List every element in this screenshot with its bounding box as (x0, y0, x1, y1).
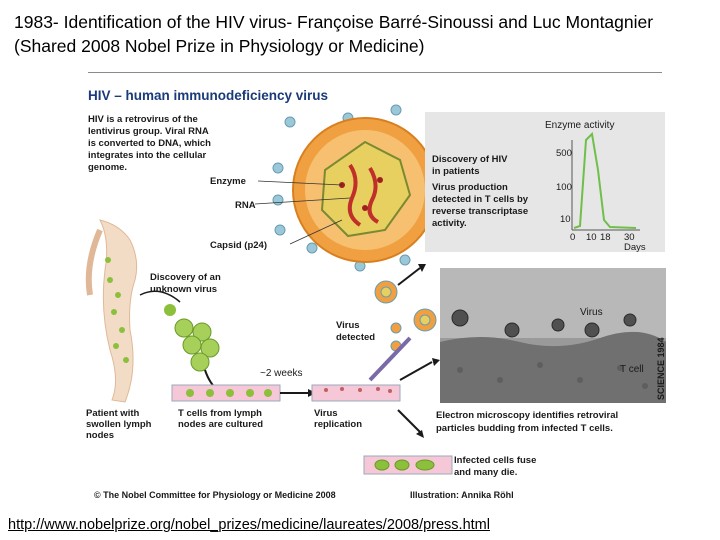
discovery-unknown-line: Discovery of an (150, 272, 221, 283)
description-line: lentivirus group. Viral RNA (88, 126, 209, 137)
rna-label: RNA (235, 200, 256, 211)
description-line: is converted to DNA, which (88, 138, 211, 149)
inset-text-line: in patients (432, 166, 480, 177)
capsid-label: Capsid (p24) (210, 240, 267, 251)
virus-replication-line: Virus (314, 408, 338, 419)
inset-x-tick: 18 (600, 232, 611, 243)
title-line-2: (Shared 2008 Nobel Prize in Physiology o… (14, 34, 704, 58)
inset-x-tick: 10 (586, 232, 597, 243)
enzyme-label: Enzyme (210, 176, 246, 187)
patient-arm (89, 230, 100, 295)
inset-y-tick: 10 (560, 214, 571, 225)
patient-body (100, 220, 137, 402)
patient-label-line: swollen lymph (86, 419, 152, 430)
patient-label-line: nodes (86, 430, 114, 441)
inset-title: Enzyme activity (545, 120, 614, 131)
node-magnified (164, 304, 176, 316)
patient-illustration (89, 220, 137, 402)
discovery-unknown-line: unknown virus (150, 284, 217, 295)
infected-fuse-line: Infected cells fuse (454, 455, 536, 466)
infected-fuse-line: and many die. (454, 467, 517, 478)
inset-x-tick: 0 (570, 232, 575, 243)
t-cells-cultured-line: T cells from lymph (178, 408, 262, 419)
virus-replication-line: replication (314, 419, 362, 430)
press-release-link[interactable]: http://www.nobelprize.org/nobel_prizes/m… (8, 517, 490, 533)
description-line: HIV is a retrovirus of the (88, 114, 198, 125)
micrograph-virus-label: Virus (580, 307, 603, 318)
science-credit: SCIENCE 1984 (656, 337, 666, 400)
virus-detected-line: Virus (336, 320, 360, 331)
micrograph-t-cell-label: T cell (620, 364, 644, 375)
em-caption-line: Electron microscopy identifies retrovira… (436, 410, 618, 421)
virus-detected-line: detected (336, 332, 375, 343)
hiv-discovery-figure: HIV – human immunodeficiency virus HIV i… (80, 80, 670, 510)
inset-text-line: activity. (432, 218, 467, 229)
pipette (370, 338, 410, 380)
em-caption-line: particles budding from infected T cells. (436, 423, 613, 434)
inset-text-line: detected in T cells by (432, 194, 529, 205)
patient-label-line: Patient with (86, 408, 140, 419)
t-cells-cultured-line: nodes are cultured (178, 419, 263, 430)
description-line: genome. (88, 162, 127, 173)
enzyme-activity-inset: Enzyme activity Discovery of HIV in pati… (425, 112, 665, 253)
inset-text-line: Discovery of HIV (432, 154, 508, 165)
title-line-1: 1983- Identification of the HIV virus- F… (14, 10, 704, 34)
figure-heading: HIV – human immunodeficiency virus (88, 88, 328, 103)
description-line: integrates into the cellular (88, 150, 207, 161)
replication-dish (312, 385, 400, 401)
copyright-credit: © The Nobel Committee for Physiology or … (94, 490, 336, 500)
inset-y-tick: 100 (556, 182, 572, 193)
inset-y-tick: 500 (556, 148, 572, 159)
description-text: HIV is a retrovirus of the lentivirus gr… (88, 114, 211, 173)
slide-title: 1983- Identification of the HIV virus- F… (14, 10, 704, 58)
inset-text-line: reverse transcriptase (432, 206, 528, 217)
inset-text-line: Virus production (432, 182, 508, 193)
divider (88, 72, 662, 73)
illustration-credit: Illustration: Annika Röhl (410, 490, 514, 500)
inset-x-unit: Days (624, 242, 646, 253)
t-cell-cluster (175, 319, 219, 371)
two-weeks-label: ~2 weeks (260, 368, 303, 379)
electron-micrograph: Virus T cell (440, 268, 666, 403)
